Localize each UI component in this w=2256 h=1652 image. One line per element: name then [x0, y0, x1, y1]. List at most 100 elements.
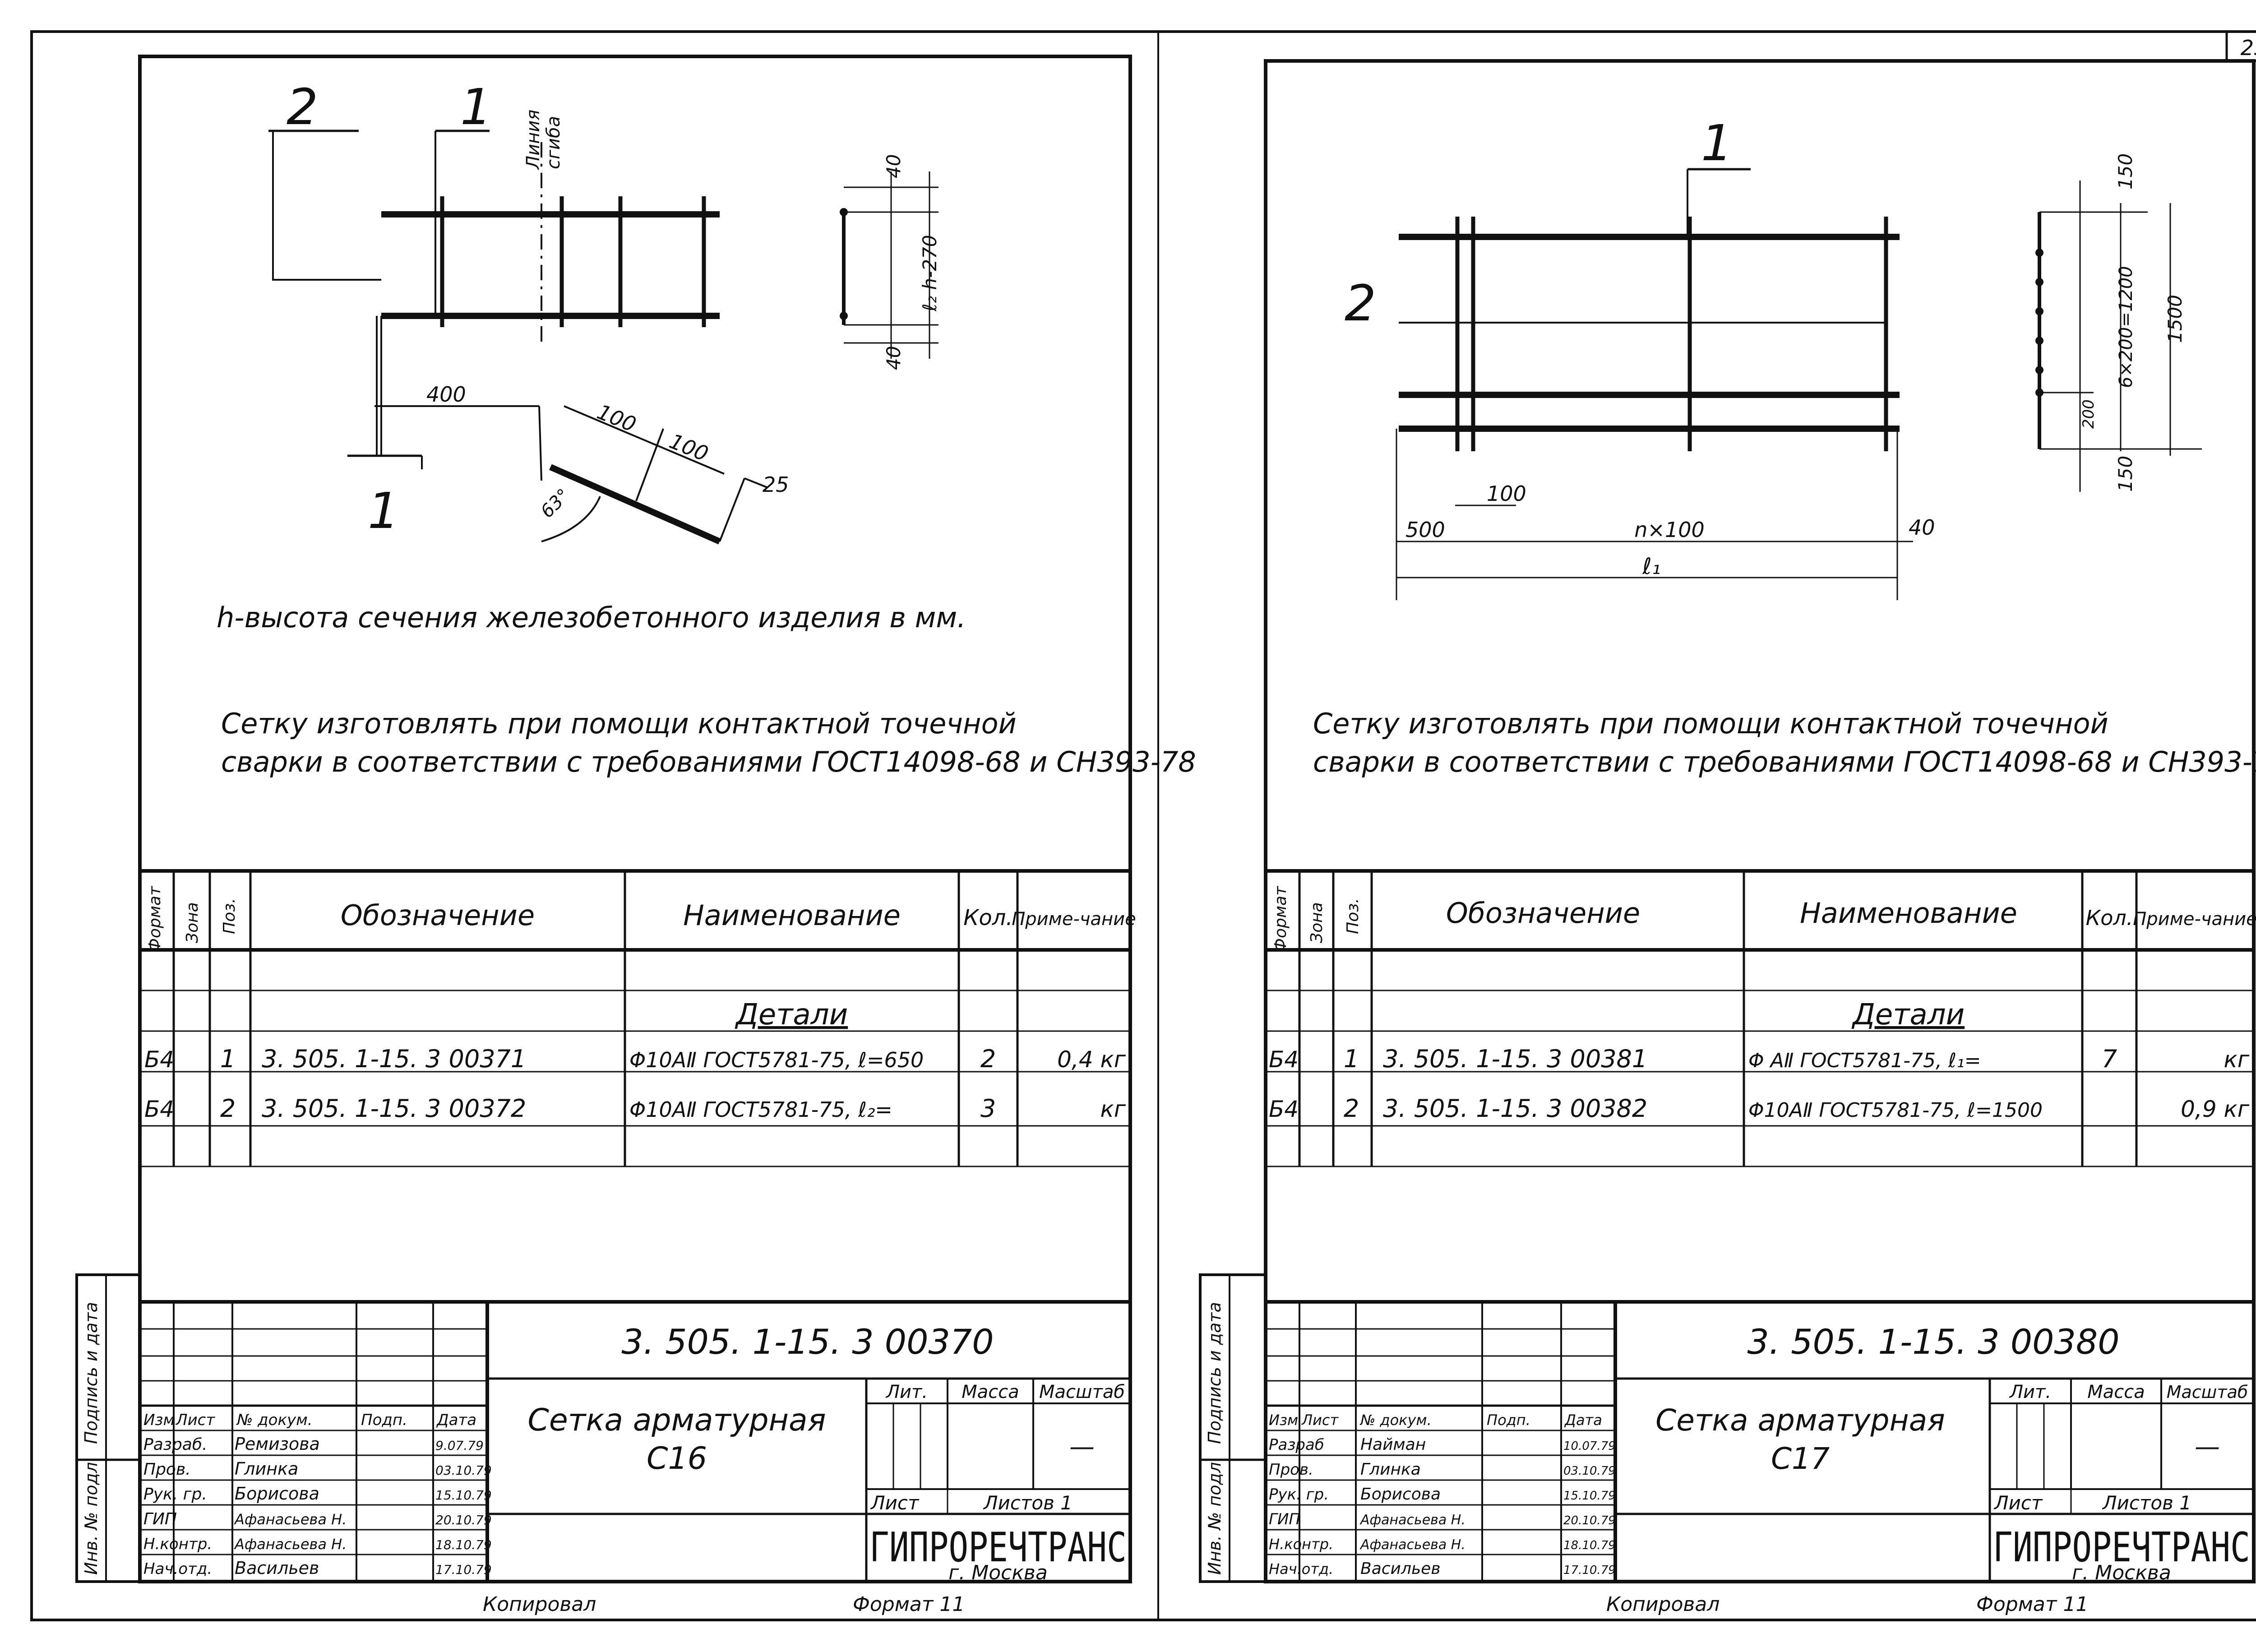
left-row2-format: Б4	[144, 1096, 174, 1122]
right-tb-name-2: Глинка	[1360, 1460, 1421, 1479]
right-tb-role-6: Нач.отд.	[1269, 1560, 1333, 1578]
right-format: Формат 11	[1976, 1593, 2089, 1616]
right-tb-role-3: Рук. гр.	[1269, 1485, 1329, 1504]
left-section-details: Детали	[735, 998, 848, 1032]
left-dim-100a: 100	[594, 399, 640, 437]
right-dim-100: 100	[1487, 481, 1526, 506]
right-tb-role-1: Разраб	[1269, 1436, 1324, 1454]
left-sec-l: ℓ₂ h-270	[919, 235, 941, 312]
right-copied: Копировал	[1606, 1593, 1720, 1616]
left-tb-name-6: Васильев	[235, 1558, 319, 1578]
right-tb-role-4: ГИП	[1269, 1510, 1300, 1528]
right-row1-name: Φ AⅡ ГОСТ5781-75, ℓ₁=	[1748, 1049, 1981, 1072]
left-hdr-pos: Поз.	[220, 898, 239, 934]
left-tb-name-1: Ремизова	[235, 1434, 320, 1454]
right-hdr-pos: Поз.	[1344, 898, 1362, 934]
right-row2-note: 0,9 кг	[2181, 1096, 2250, 1122]
right-weld-note-2: сварки в соответствии с требованиями ГОС…	[1313, 745, 2256, 778]
left-tb-date-5: 18.10.79	[435, 1537, 492, 1552]
right-hdr-format: Формат	[1271, 886, 1290, 952]
right-tb-hdr-date: Дата	[1564, 1411, 1602, 1429]
left-tb-hdr-sign: Подп.	[361, 1411, 407, 1429]
left-tb-role-6: Нач.отд.	[143, 1560, 212, 1578]
left-scale-value: —	[1069, 1432, 1095, 1462]
left-format: Формат 11	[853, 1593, 965, 1616]
left-tb-name-3: Борисова	[235, 1484, 319, 1504]
left-tb-name-4: Афанасьева Н.	[234, 1511, 347, 1528]
right-title-block: Изм Лист № докум. Подп. Дата Разраб Найм…	[1266, 1300, 2254, 1584]
right-tb-role-2: Пров.	[1269, 1461, 1313, 1479]
left-sec-40-bot: 40	[883, 346, 905, 370]
right-tb-hdr-list: Лист	[1301, 1411, 1339, 1429]
left-tb-date-6: 17.10.79	[435, 1562, 492, 1577]
right-sec-6x200: 6×200=1200	[2116, 266, 2136, 388]
right-spec-table: Формат Зона Поз. Обозначение Наименовани…	[1266, 869, 2256, 1167]
left-pos-2: 2	[287, 78, 318, 136]
right-hdr-designation: Обозначение	[1446, 897, 1640, 930]
right-tb-date-4: 20.10.79	[1563, 1514, 1616, 1527]
right-tb-date-1: 10.07.79	[1563, 1439, 1616, 1453]
right-row2-format: Б4	[1269, 1096, 1299, 1122]
right-doc-title: Сетка арматурная	[1655, 1403, 1945, 1438]
right-tb-date-2: 03.10.79	[1563, 1464, 1616, 1478]
left-tb-hdr-list: Лист	[175, 1411, 215, 1429]
right-dim-l1: ℓ₁	[1642, 553, 1661, 579]
right-tb-name-4: Афанасьева Н.	[1359, 1512, 1465, 1528]
left-city: г. Москва	[948, 1561, 1048, 1584]
right-tb-name-6: Васильев	[1360, 1559, 1441, 1578]
left-row1-designation: 3. 505. 1-15. 3 00371	[262, 1045, 526, 1073]
right-tb-name-5: Афанасьева Н.	[1359, 1537, 1465, 1553]
right-tb-role-5: Н.контр.	[1269, 1536, 1333, 1553]
right-row1-pos: 1	[1344, 1045, 1359, 1073]
outer-frame	[30, 30, 2256, 1621]
left-spec-table: Формат Зона Поз. Обозначение Наименовани…	[140, 869, 1136, 1167]
right-tb-name-1: Найман	[1360, 1435, 1426, 1454]
left-tb-hdr-date: Дата	[436, 1411, 476, 1429]
left-sheets-label: Листов 1	[983, 1492, 1073, 1514]
right-scale-value: —	[2195, 1432, 2220, 1462]
left-row2-name: Φ10AⅡ ГОСТ5781-75, ℓ₂=	[629, 1097, 892, 1122]
left-doc-title: Сетка арматурная	[527, 1402, 826, 1438]
right-stamp-inv: Инв. № подл.	[1205, 1457, 1225, 1575]
left-tb-date-1: 9.07.79	[435, 1438, 484, 1453]
left-copied: Копировал	[483, 1593, 596, 1616]
right-mesh-drawing: 100 500 n×100 40 ℓ₁ 1 2 150 6×200=1200 1…	[1345, 114, 2202, 600]
left-tb-name-5: Афанасьева Н.	[234, 1536, 347, 1553]
left-mesh-drawing: 400 100 100 25 63° 2 1 1 Линия сгиба 40 …	[268, 78, 941, 545]
right-tb-date-6: 17.10.79	[1563, 1564, 1616, 1577]
right-row1-format: Б4	[1269, 1046, 1299, 1073]
right-tb-hdr-doc: № докум.	[1359, 1411, 1432, 1429]
left-hdr-qty: Кол.	[963, 905, 1012, 930]
left-row1-qty: 2	[980, 1045, 996, 1073]
right-inner-frame	[1264, 59, 2256, 1583]
left-hdr-name: Наименование	[683, 899, 901, 932]
left-pos-1-bottom: 1	[368, 482, 399, 540]
page-number: 25	[2241, 36, 2256, 60]
left-bend-label-2: сгиба	[543, 116, 564, 169]
left-stamp-sign: Подпись и дата	[81, 1302, 101, 1444]
left-row1-name: Φ10AⅡ ГОСТ5781-75, ℓ=650	[629, 1048, 924, 1072]
right-row1-note: кг	[2224, 1046, 2250, 1073]
left-org: ГИПРОРЕЧТРАНС	[869, 1524, 1127, 1571]
right-hdr-zone: Зона	[1308, 902, 1326, 943]
right-tb-hdr-sign: Подп.	[1487, 1411, 1530, 1429]
left-side-stamp: Подпись и дата Инв. № подл.	[75, 1273, 141, 1583]
right-tb-name-3: Борисова	[1360, 1485, 1441, 1504]
left-pos-1-top: 1	[460, 78, 492, 136]
right-org: ГИПРОРЕЧТРАНС	[1993, 1524, 2250, 1571]
left-weld-note-2: сварки в соответствии с требованиями ГОС…	[221, 745, 1196, 778]
left-hdr-note: Приме-чание	[1012, 909, 1136, 930]
left-weld-note-1: Сетку изготовлять при помощи контактной …	[221, 707, 1017, 740]
left-sheet: 400 100 100 25 63° 2 1 1 Линия сгиба 40 …	[75, 55, 1196, 1616]
left-row1-format: Б4	[144, 1046, 174, 1073]
left-hdr-format: Формат	[146, 886, 164, 952]
right-dim-500: 500	[1405, 518, 1445, 542]
right-tb-date-5: 18.10.79	[1563, 1539, 1616, 1552]
right-row2-designation: 3. 505. 1-15. 3 00382	[1383, 1094, 1647, 1123]
left-tb-hdr-izm: Изм	[143, 1411, 175, 1429]
right-hdr-qty: Кол.	[2086, 906, 2133, 930]
left-hdr-zone: Зона	[183, 902, 202, 943]
left-tb-role-2: Пров.	[143, 1460, 191, 1479]
left-row2-note: кг	[1100, 1096, 1126, 1122]
